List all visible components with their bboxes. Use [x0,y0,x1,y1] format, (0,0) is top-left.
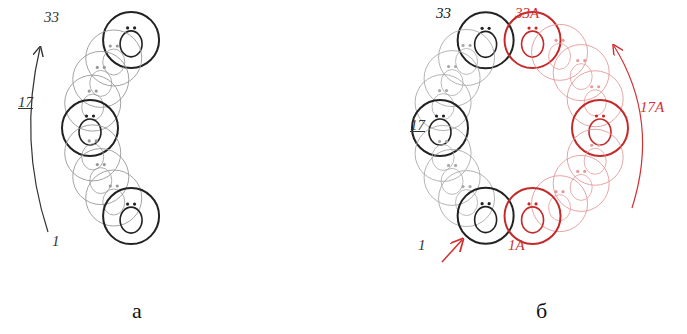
position-number: 1 [418,238,426,253]
position-circle [567,71,623,127]
position-circle [532,24,588,80]
position-circle [103,12,159,68]
position-number: 17А [640,100,664,115]
circle-sequence [412,12,514,243]
position-circle [505,188,561,244]
position-circle [553,45,609,101]
position-circle [86,170,142,226]
circle-sequence [505,12,628,244]
direction-arrow [31,48,48,232]
position-circle [86,30,142,86]
panel-letter: а [132,300,142,322]
position-circle [65,75,121,131]
position-circle [424,51,480,107]
position-circle [415,125,471,181]
position-number: 1А [508,238,525,253]
position-circle [103,188,159,244]
position-number: 33 [44,10,59,25]
panel-letter: б [536,300,547,322]
circle-sequence [62,12,159,244]
position-number: 1 [52,234,60,249]
start-arrow [442,240,462,262]
position-circle [439,171,495,227]
position-circle [424,149,480,205]
position-number: 33 [436,6,451,21]
position-number: 33А [515,6,539,21]
position-number: 17 [410,118,425,133]
position-number: 17 [18,95,33,110]
position-circle [62,100,118,156]
position-circle [439,29,495,85]
position-circle [73,149,129,205]
position-circle [567,129,623,185]
position-circle [553,155,609,211]
position-circle [572,100,628,156]
